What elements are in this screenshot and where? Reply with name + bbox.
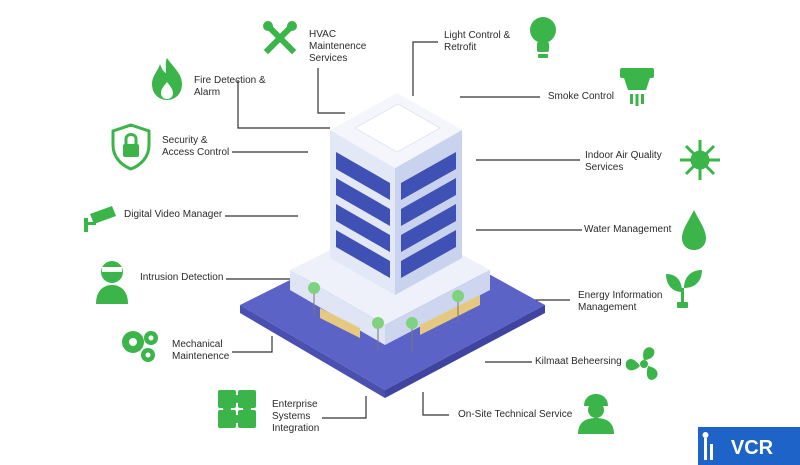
label-mechanical-maintenance: Mechanical Maintenence	[172, 339, 230, 362]
air-quality-icon	[680, 140, 720, 180]
trees	[308, 282, 464, 352]
building	[240, 93, 545, 398]
puzzle-icon	[218, 390, 256, 428]
logo-background	[698, 427, 800, 465]
label-kilmaat-beheersing: Kilmaat Beheersing	[535, 356, 622, 367]
label-indoor-air-quality: Indoor Air Quality Services	[585, 150, 662, 173]
vcr-logo: VCR	[698, 427, 800, 465]
label-digital-video-manager: Digital Video Manager	[124, 209, 223, 220]
label-smoke-control: Smoke Control	[547, 91, 614, 102]
smoke-detector-icon	[620, 68, 654, 106]
intruder-icon	[96, 261, 128, 304]
leaf-plug-icon	[666, 270, 702, 308]
label-intrusion-detection: Intrusion Detection	[140, 272, 224, 283]
label-enterprise-systems: Enterprise Systems Integration	[272, 399, 320, 434]
cctv-camera-icon	[84, 206, 116, 232]
tools-icon	[263, 21, 297, 55]
lightbulb-icon	[530, 17, 556, 58]
label-security-access: Security & Access Control	[162, 135, 230, 158]
tower-windows	[336, 152, 456, 278]
flame-icon	[152, 58, 182, 100]
shield-lock-icon	[111, 123, 151, 171]
label-water-management: Water Management	[584, 224, 672, 235]
water-drop-icon	[682, 210, 706, 250]
label-hvac-maintenance: HVAC Maintenence Services	[309, 29, 367, 64]
label-light-control: Light Control & Retrofit	[444, 30, 511, 53]
logo-mark-icon	[702, 432, 713, 460]
label-fire-detection: Fire Detection & Alarm	[194, 75, 266, 98]
label-energy-information: Energy Information Management	[578, 290, 663, 313]
gears-icon	[122, 331, 158, 362]
label-onsite-technical-service: On-Site Technical Service	[458, 409, 573, 420]
technician-icon	[578, 394, 614, 434]
logo-text: VCR	[731, 437, 774, 459]
fan-icon	[625, 347, 658, 380]
